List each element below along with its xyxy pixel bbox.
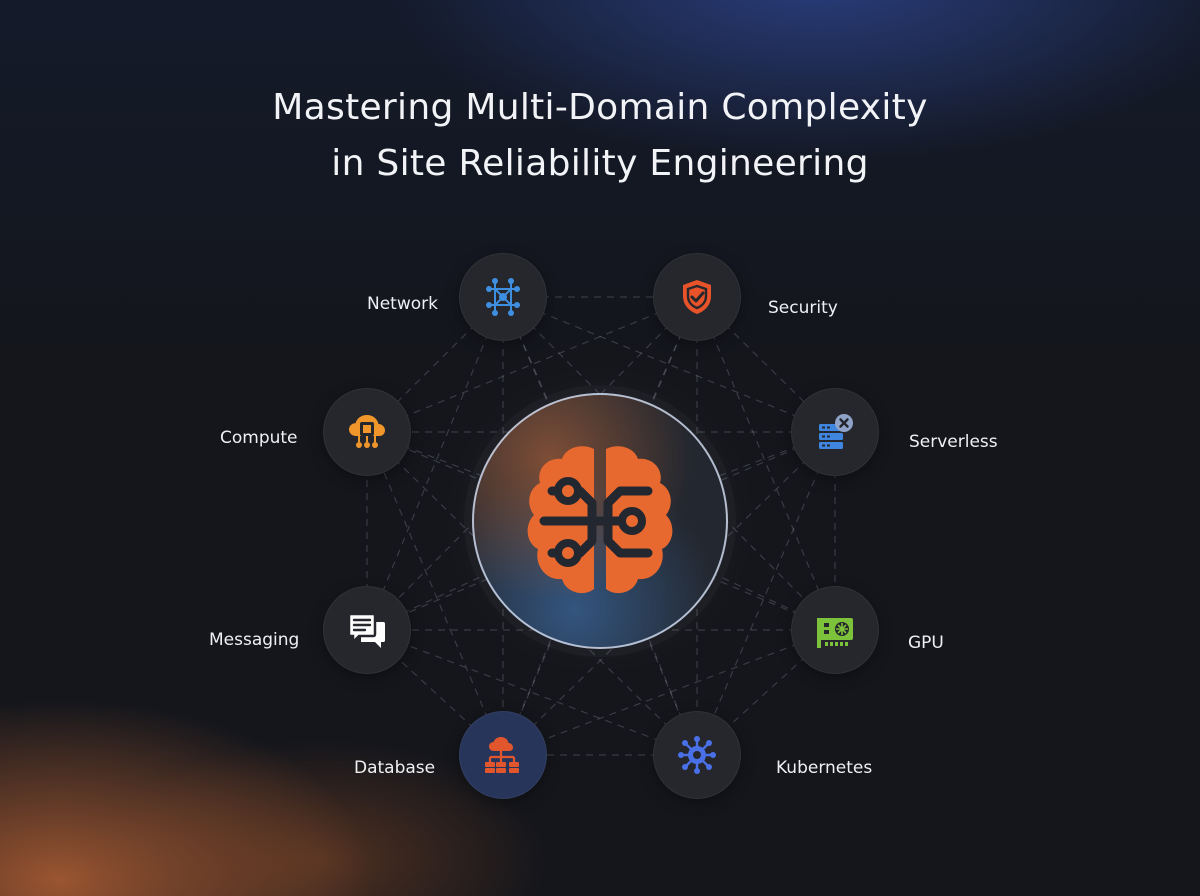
chat-bubbles-icon	[347, 612, 385, 648]
central-hub	[472, 393, 728, 649]
connection-line	[366, 296, 504, 631]
node-network[interactable]	[459, 253, 547, 341]
connection-line	[696, 296, 836, 631]
label-database: Database	[354, 758, 436, 778]
label-kubernetes: Kubernetes	[776, 758, 873, 778]
node-kubernetes[interactable]	[653, 711, 741, 799]
label-network: Network	[367, 294, 438, 314]
connection-line	[696, 431, 836, 756]
label-gpu: GPU	[908, 633, 944, 653]
gpu-card-icon	[817, 618, 853, 648]
label-security: Security	[768, 298, 838, 318]
server-x-icon	[819, 414, 853, 449]
kubernetes-helm-icon	[678, 736, 716, 774]
cloud-chip-icon	[349, 415, 385, 448]
node-compute[interactable]	[323, 388, 411, 476]
cloud-database-icon	[485, 737, 519, 773]
title-line-2: in Site Reliability Engineering	[331, 143, 869, 184]
label-serverless: Serverless	[909, 432, 998, 452]
node-security[interactable]	[653, 253, 741, 341]
title-line-1: Mastering Multi-Domain Complexity	[272, 87, 928, 128]
node-messaging[interactable]	[323, 586, 411, 674]
label-compute: Compute	[220, 428, 298, 448]
node-serverless[interactable]	[791, 388, 879, 476]
connection-line	[366, 431, 504, 756]
page-title: Mastering Multi-Domain Complexity in Sit…	[0, 80, 1200, 192]
label-messaging: Messaging	[209, 630, 300, 650]
network-mesh-icon	[486, 278, 520, 316]
node-database[interactable]	[459, 711, 547, 799]
node-gpu[interactable]	[791, 586, 879, 674]
connection-line	[366, 629, 698, 756]
shield-check-icon	[683, 280, 711, 314]
brain-circuit-icon	[527, 446, 673, 594]
connection-line	[366, 431, 836, 631]
connection-line	[366, 431, 836, 631]
